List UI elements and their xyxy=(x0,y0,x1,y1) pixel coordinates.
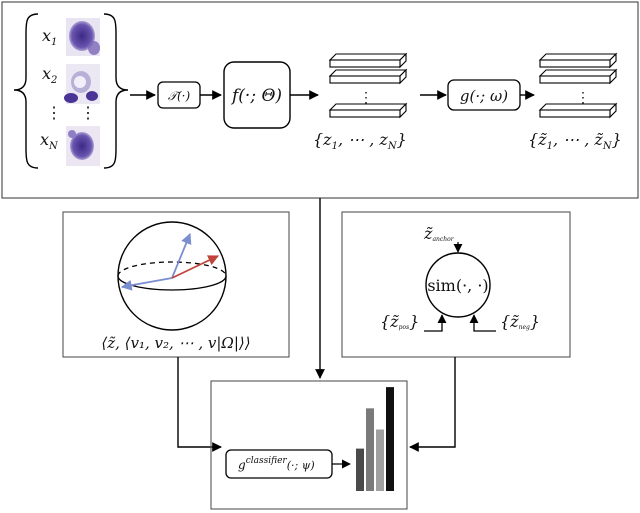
cell-image-1 xyxy=(66,18,100,56)
input-label-n: xN xyxy=(40,130,59,152)
transform-label: 𝒯(·) xyxy=(168,89,191,103)
projector-label: g(·; ω) xyxy=(460,87,508,105)
classifier-label: gclassifier(·; ψ) xyxy=(238,456,315,472)
classifier-panel xyxy=(210,380,408,510)
sphere-formula: ⟨z̃, ⟨v₁, v₂, ⋯ , v|Ω|⟩⟩ xyxy=(101,334,250,352)
embedding-vector xyxy=(171,255,219,279)
projected-set-label: {z̃1, ⋯ , z̃N} xyxy=(528,130,622,152)
cell-image-n xyxy=(66,126,100,166)
positive-set-label: {z̃pos} xyxy=(380,312,419,331)
embedding-stack-dots: ⋮ xyxy=(359,90,373,106)
embedding-slab xyxy=(538,52,618,69)
input-dots: ⋮ xyxy=(46,103,62,122)
sphere-panel xyxy=(62,211,290,358)
arrow-positive-to-sim xyxy=(424,314,447,332)
prototype-vector-2 xyxy=(120,277,173,291)
embedding-slab xyxy=(328,68,408,85)
projected-stack xyxy=(538,52,618,119)
class-bar xyxy=(366,408,374,491)
prototype-vector-1 xyxy=(171,233,192,279)
arrow-negative-to-sim xyxy=(469,314,496,332)
contrastive-panel xyxy=(341,211,571,358)
input-dots-image: ⋮ xyxy=(80,103,96,122)
svg-text:x1: x1 xyxy=(42,26,57,48)
input-label-2: x2 xyxy=(42,64,57,86)
arrow-contrastive-to-classifier xyxy=(409,357,456,452)
class-bar xyxy=(386,387,394,491)
similarity-node xyxy=(425,252,491,318)
cell-image-2 xyxy=(64,64,100,104)
similarity-label: sim(·, ·) xyxy=(427,276,488,295)
embedding-set-label: {z1, ⋯ , zN} xyxy=(313,130,407,152)
embedding-slab xyxy=(538,68,618,85)
sphere-equator-back xyxy=(117,261,227,277)
class-bar xyxy=(356,448,364,491)
projected-stack-dots: ⋮ xyxy=(576,90,590,106)
embedding-slab xyxy=(328,52,408,69)
input-brace-right xyxy=(103,13,129,169)
input-brace-left xyxy=(13,13,39,169)
embedding-slab xyxy=(538,102,618,119)
embedding-stack xyxy=(328,52,408,119)
negative-set-label: {z̃neg} xyxy=(500,312,540,331)
anchor-label: z̃anchor xyxy=(423,224,455,243)
embedding-slab xyxy=(328,102,408,119)
class-bar xyxy=(376,429,384,491)
arrow-sphere-to-classifier xyxy=(177,357,222,452)
svg-text:x2: x2 xyxy=(42,64,57,86)
svg-text:xN: xN xyxy=(40,130,59,152)
input-label-1: x1 xyxy=(42,26,57,48)
encoder-label: f(·; Θ) xyxy=(230,86,282,106)
class-probability-bars xyxy=(356,387,394,491)
